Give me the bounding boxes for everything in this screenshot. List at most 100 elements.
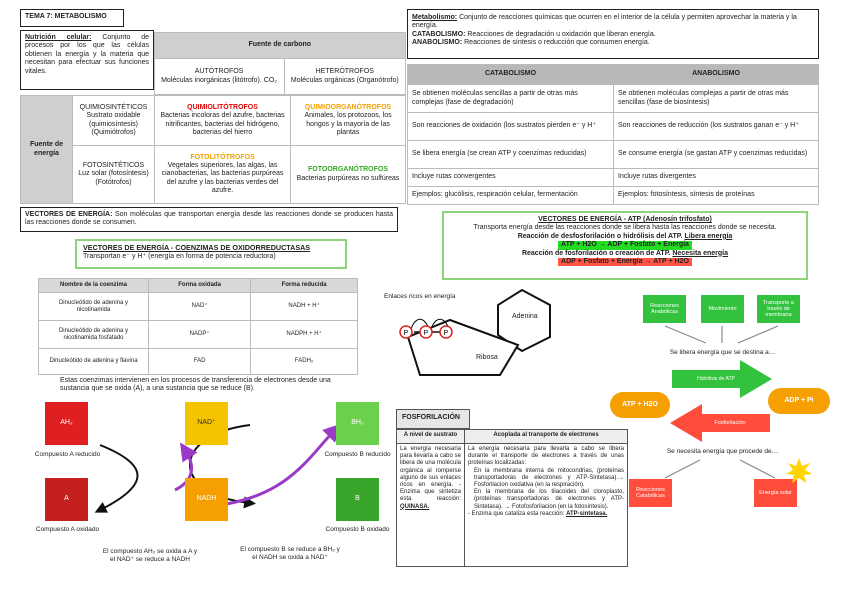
nutricion-box: Nutrición celular: Conjunto de procesos … xyxy=(20,30,154,90)
a-label: Compuesto A oxidado xyxy=(35,526,100,533)
co-header: Forma oxidada xyxy=(147,277,252,294)
reacciones-anabolicas: Reacciones Anabólicas xyxy=(643,295,686,323)
bh2-text: BH₂ xyxy=(351,419,364,427)
cat-cell: Ejemplos: glucólisis, respiración celula… xyxy=(407,186,614,205)
fosfo-quinasa: QUINASA. xyxy=(400,503,430,510)
coenzimas-sub: Transportan e⁻ y H⁺ (energía en forma de… xyxy=(83,252,276,260)
co-cell: Dinucleótido de adenina y flavina xyxy=(38,348,149,376)
ana-cell: Ejemplos: fotosíntesis, síntesis de prot… xyxy=(613,186,819,205)
fotolitotrofos-desc: Vegetales superiores, las algas, las cia… xyxy=(161,161,284,195)
ana-cell: Son reacciones de reducción (los sustrat… xyxy=(613,112,819,141)
reacciones-catabolicas: Reacciones Catabólicas xyxy=(629,479,672,507)
quimioorganotrofos-desc: Animales, los protozoos, los hongos y la… xyxy=(304,112,392,136)
co-cell: FAD xyxy=(147,348,252,376)
anabolismo-text: Reacciones de síntesis o reducción que c… xyxy=(462,39,650,47)
anabolismo-label: ANABOLISMO: xyxy=(412,39,463,47)
cycle-up-arrows xyxy=(664,325,779,344)
hetero-title: HETERÓTROFOS xyxy=(315,68,374,76)
co-cell: NAD⁺ xyxy=(147,292,252,322)
metabolismo-def-box: Metabolismo: Conjunto de reacciones quím… xyxy=(407,9,819,59)
quimio-desc: Sustrato oxidable (quimiosíntesis) (Quim… xyxy=(86,112,141,136)
nadh-square: NADH xyxy=(185,478,228,521)
metabolismo-label: Metabolismo: xyxy=(412,14,458,21)
nutricion-label: Nutrición celular: xyxy=(25,34,92,41)
co-cell: NADH + H⁺ xyxy=(250,292,358,322)
fotoorganotrofos-title: FOTOORGANÓTROFOS xyxy=(308,166,389,174)
b-text: B xyxy=(355,495,360,503)
movimiento: Movimiento xyxy=(701,295,744,323)
fosfo-atp-sintetasa: ATP-sintetasa. xyxy=(566,510,608,517)
a-text: A xyxy=(64,495,69,503)
fosfo-mitocondria: En la membrana interna de mitocondrias, … xyxy=(474,467,624,488)
anabolismo-header: ANABOLISMO xyxy=(613,64,819,85)
vectores-def-label: VECTORES DE ENERGÍA: xyxy=(25,211,113,218)
fosfo-sustrato-text: La energía necesaria para llevarla a cab… xyxy=(400,446,461,503)
coenzimas-table: Nombre de la coenzima Forma oxidada Form… xyxy=(38,277,358,376)
quimiolitotrofos-desc: Bacterias incoloras del azufre, bacteria… xyxy=(160,112,285,136)
page-title: TEMA 7: METABOLISMO xyxy=(20,9,124,27)
enlaces-label: Enlaces ricos en energía xyxy=(384,293,456,300)
fosforilacion-arrow xyxy=(670,404,770,442)
adenina-label: Adenina xyxy=(512,313,538,320)
atp-line3: Reacción de fosforilación o creación de … xyxy=(521,249,671,257)
bh2-square: BH₂ xyxy=(336,402,379,445)
catabolismo-header: CATABOLISMO xyxy=(407,64,614,85)
b-label: Compuesto B oxidado xyxy=(325,526,390,533)
cat-cell: Incluye rutas convergentes xyxy=(407,168,614,187)
cycle-down-arrows xyxy=(664,459,776,479)
atp-h2o-pill: ATP + H2O xyxy=(610,392,670,418)
adp-pi-pill: ADP + Pi xyxy=(768,388,830,414)
fosforilacion-title: FOSFORILACIÓN xyxy=(396,409,470,429)
auto-desc: Moléculas inorgánicas (litótrofo). CO₂ xyxy=(161,76,277,84)
fosfo-header-acoplada: Acoplada al transporte de electrones xyxy=(464,429,628,444)
b-square: B xyxy=(336,478,379,521)
foto-desc: Luz solar (fotosíntesis) (Fotótrofos) xyxy=(78,170,149,186)
hidrolisis-arrow xyxy=(672,360,772,398)
ana-cell: Se consume energía (se gastan ATP y coen… xyxy=(613,140,819,169)
ana-cell: Se obtienen moléculas complejas a partir… xyxy=(613,84,819,113)
auto-title: AUTÓTROFOS xyxy=(194,68,244,76)
quimioorganotrofos-title: QUIMIOORGANÓTROFOS xyxy=(304,103,392,111)
cat-cell: Se obtienen moléculas sencillas a partir… xyxy=(407,84,614,113)
atp-eq1: ATP + H2O → ADP + Fosfato + Energía xyxy=(558,241,692,250)
co-cell: Dinucleótido de adenina y nicotinamida xyxy=(38,292,149,322)
carbon-header: Fuente de carbono xyxy=(153,32,406,59)
fosfo-header-sustrato: A nivel de sustrato xyxy=(396,429,465,444)
co-cell: FADH₂ xyxy=(250,348,358,376)
fotolitotrofos-title: FOTOLITÓTROFOS xyxy=(190,153,255,161)
nadh-text: NADH xyxy=(196,495,217,503)
nad-text: NAD⁺ xyxy=(197,419,216,427)
coenzimas-title: VECTORES DE ENERGÍA - COENZIMAS DE OXIDO… xyxy=(83,243,311,252)
necesita-text: Se necesita energía que procede de… xyxy=(666,448,779,455)
coenzimas-box: VECTORES DE ENERGÍA - COENZIMAS DE OXIDO… xyxy=(75,239,347,269)
transporte-membrana: Transporte a través de membrana xyxy=(757,295,800,323)
atp-molecule: P P P xyxy=(399,288,551,376)
quimio-title: QUIMIOSINTÉTICOS xyxy=(79,103,148,111)
atp-line3b: Necesita energía xyxy=(672,249,729,257)
coenzimas-note: Estas coenzimas intervienen en los proce… xyxy=(60,377,331,393)
fosforilacion-label: Fosforilación xyxy=(714,420,746,426)
phosphate-3: P xyxy=(444,330,449,337)
co-cell: NADPH + H⁺ xyxy=(250,320,358,350)
a-square: A xyxy=(45,478,88,521)
vectores-def-box: VECTORES DE ENERGÍA: Son moléculas que t… xyxy=(20,207,398,232)
atp-line2b: Libera energía xyxy=(684,232,733,240)
catabolismo-label: CATABOLISMO: xyxy=(412,30,466,38)
fosfo-acoplada-text: La energía necesaria para llevarla a cab… xyxy=(468,446,624,467)
cat-cell: Se libera energía (se crean ATP y coenzi… xyxy=(407,140,614,169)
ah2-text: AH₂ xyxy=(60,419,73,427)
metabolismo-text: Conjunto de reacciones químicas que ocur… xyxy=(412,14,797,30)
energy-source-label: Fuente de energía xyxy=(20,95,73,204)
catabolismo-text: Reacciones de degradación u oxidación qu… xyxy=(465,30,656,38)
hidrolisis-label: Hidrólisis de ATP xyxy=(697,376,735,382)
hetero-desc: Moléculas orgánicas (Organótrofo) xyxy=(290,76,399,84)
atp-box: VECTORES DE ENERGÍA - ATP (Adenosín trif… xyxy=(442,211,808,280)
ah2-label: Compuesto A reducido xyxy=(34,451,101,458)
fosfo-enzima: - Enzima que cataliza esta reacción: xyxy=(468,510,565,517)
libera-text: Se libera energía que se destina a… xyxy=(669,349,776,356)
